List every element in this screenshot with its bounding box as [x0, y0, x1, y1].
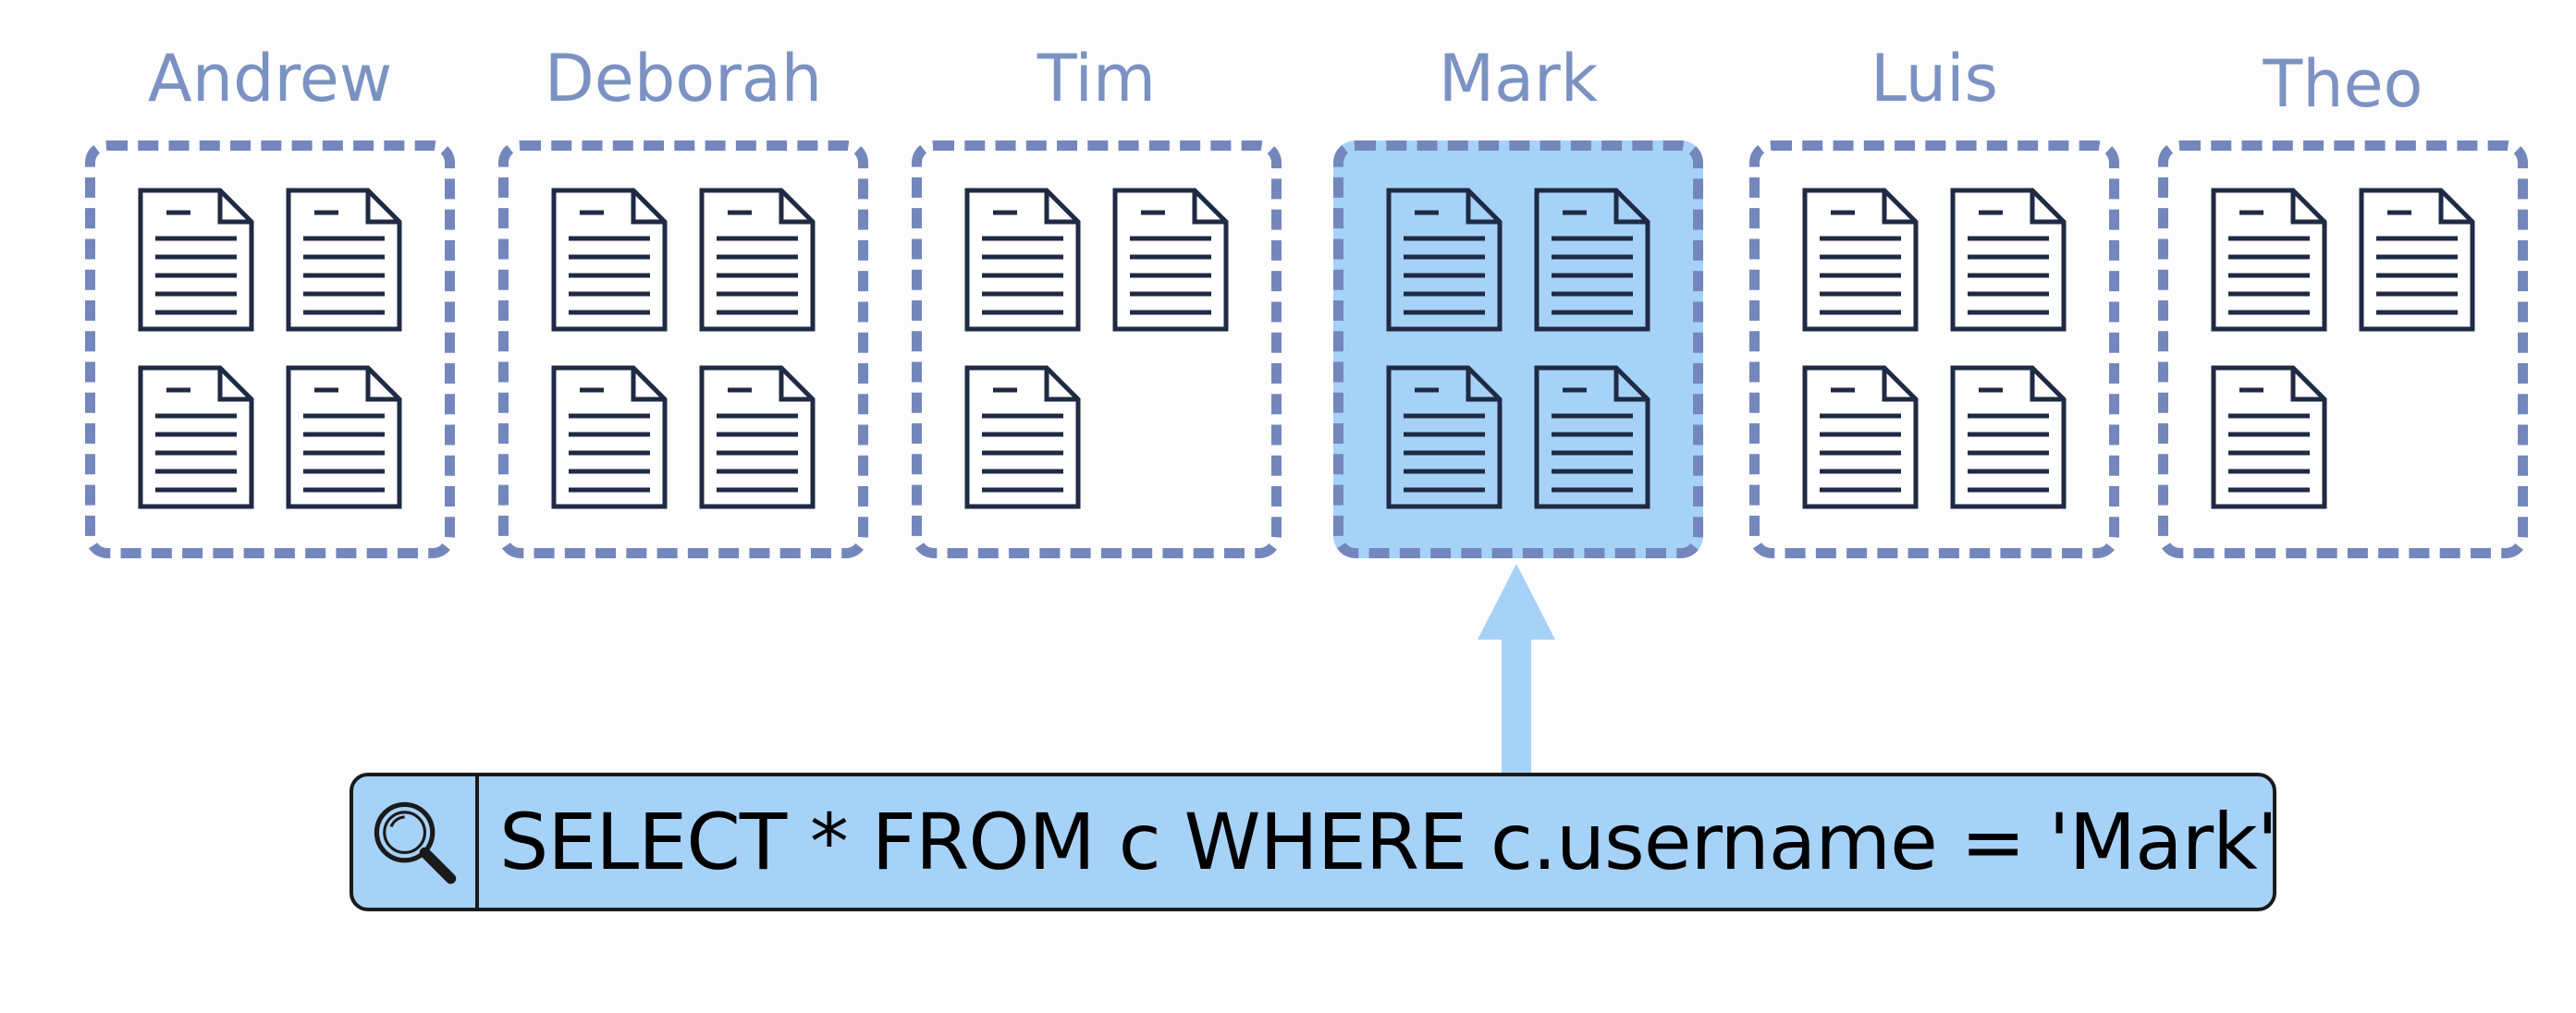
document-icon — [696, 185, 818, 335]
document-icon — [1531, 362, 1653, 512]
document-icon — [1383, 185, 1505, 335]
document-icon — [1383, 362, 1505, 512]
partition-label-deborah: Deborah — [544, 41, 823, 116]
arrow-up-icon — [1478, 564, 1555, 773]
partition-label-luis: Luis — [1870, 41, 1999, 116]
document-icon — [283, 185, 405, 335]
document-icon — [2208, 362, 2330, 512]
document-icon — [962, 185, 1084, 335]
document-icon — [1110, 185, 1232, 335]
partition-label-theo: Theo — [2263, 46, 2423, 122]
document-icon — [696, 362, 818, 512]
document-icon — [1531, 185, 1653, 335]
document-icon — [548, 362, 670, 512]
magnifier-icon — [374, 801, 457, 885]
document-icon — [135, 185, 257, 335]
document-icon — [1947, 185, 2069, 335]
document-icon — [2208, 185, 2330, 335]
document-icon — [962, 362, 1084, 512]
partition-label-mark: Mark — [1438, 41, 1599, 116]
document-icon — [1799, 185, 1921, 335]
partition-deborah — [498, 140, 868, 558]
partition-luis — [1749, 140, 2119, 558]
query-bar[interactable]: SELECT * FROM c WHERE c.username = 'Mark… — [350, 773, 2276, 911]
document-icon — [1947, 362, 2069, 512]
document-icon — [1799, 362, 1921, 512]
partition-theo — [2158, 140, 2528, 558]
document-icon — [548, 185, 670, 335]
partition-tim — [912, 140, 1282, 558]
partition-label-andrew: Andrew — [147, 41, 393, 116]
query-text: SELECT * FROM c WHERE c.username = 'Mark… — [499, 797, 2276, 887]
document-icon — [2356, 185, 2478, 335]
search-icon-cell — [353, 776, 479, 908]
document-icon — [283, 362, 405, 512]
partition-andrew — [85, 140, 455, 558]
document-icon — [135, 362, 257, 512]
partition-label-tim: Tim — [1037, 41, 1157, 116]
